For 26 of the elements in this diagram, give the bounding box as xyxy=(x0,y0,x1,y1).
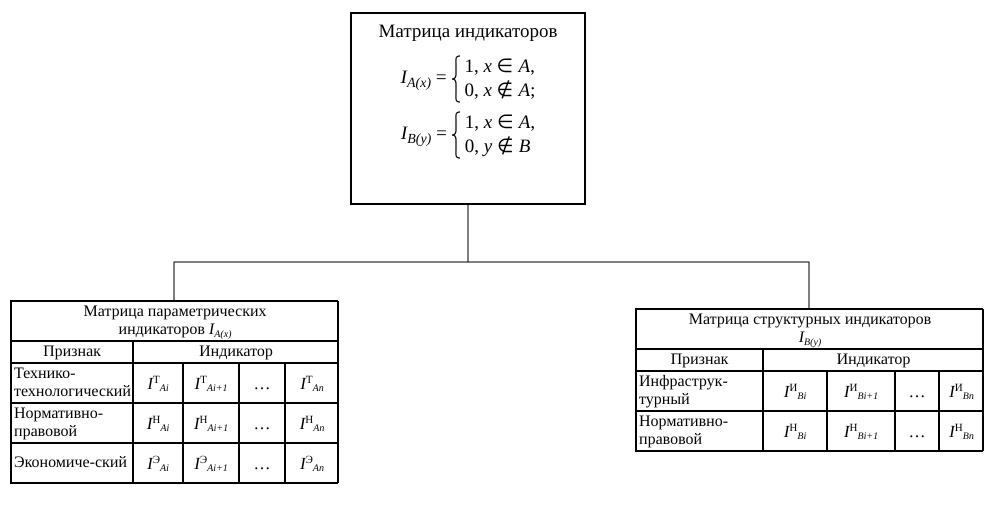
formula-case: 0, x ∉ A; xyxy=(464,78,536,102)
formula-case: 1, x ∈ A, xyxy=(464,110,536,134)
row-header: Технико-технологический xyxy=(11,363,133,403)
row-header: Экономиче-ский xyxy=(11,443,133,483)
table-title: Матрица параметрических индикаторов I$_{A(x)}$ xyxy=(11,301,339,341)
indicator-table xyxy=(635,308,983,452)
formula-case: 1, x ∈ A, xyxy=(464,54,536,78)
row-header: Инфраструк-турный xyxy=(636,371,763,411)
indicator-symbol: … xyxy=(895,371,939,411)
matrix-box xyxy=(350,12,586,205)
indicator-symbol: … xyxy=(895,411,939,451)
column-header: Индикатор xyxy=(763,349,984,371)
box-title: Матрица индикаторов xyxy=(378,20,558,44)
formula-lhs: I$_{A(x)}$ = xyxy=(400,66,447,93)
formula-lhs: I$_{B(y)}$ = xyxy=(400,122,447,149)
formula-case: 0, y ∉ B xyxy=(464,134,532,158)
column-header: Признак xyxy=(11,341,133,363)
indicator-symbol: … xyxy=(239,403,285,443)
column-header: Индикатор xyxy=(133,341,339,363)
row-header: Нормативно-правовой xyxy=(11,403,133,443)
indicator-symbol: … xyxy=(239,363,285,403)
column-header: Признак xyxy=(636,349,763,371)
indicator-table xyxy=(10,300,338,484)
table-title: Матрица структурных индикаторов I$_{B(y)}$ xyxy=(636,309,984,349)
indicator-symbol: … xyxy=(239,443,285,483)
row-header: Нормативно-правовой xyxy=(636,411,763,451)
